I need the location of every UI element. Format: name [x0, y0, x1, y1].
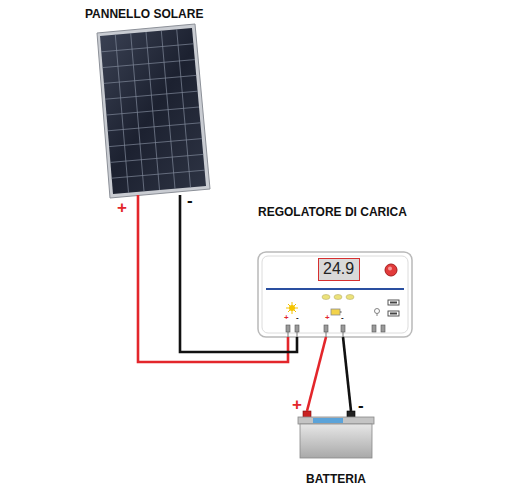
solar-panel [97, 24, 210, 198]
battery: BATTERIA [300, 411, 372, 458]
wire [138, 195, 288, 362]
battery-body [298, 411, 374, 458]
wire [343, 337, 351, 411]
polarity-sign: + [292, 396, 302, 413]
node-label: REGOLATORE DI CARICA [258, 206, 407, 220]
polarity-sign: - [187, 192, 193, 209]
solar-panel: PANNELLO SOLARE [100, 30, 208, 195]
polarity-sign: + [117, 199, 127, 216]
node-label: 24.9 [323, 260, 354, 278]
terminal-sign: + [325, 314, 330, 322]
wire [307, 337, 326, 411]
terminal-sign: + [284, 314, 289, 322]
terminal-sign: - [341, 314, 344, 322]
display-readout: 24.9 [318, 258, 360, 281]
node-label: PANNELLO SOLARE [85, 8, 203, 22]
polarity-sign: - [358, 397, 364, 414]
regulator-housing [258, 252, 412, 337]
terminal-sign: - [296, 314, 299, 322]
node-label: BATTERIA [300, 473, 372, 487]
charge-regulator: REGOLATORE DI CARICA24.9 [258, 252, 412, 337]
